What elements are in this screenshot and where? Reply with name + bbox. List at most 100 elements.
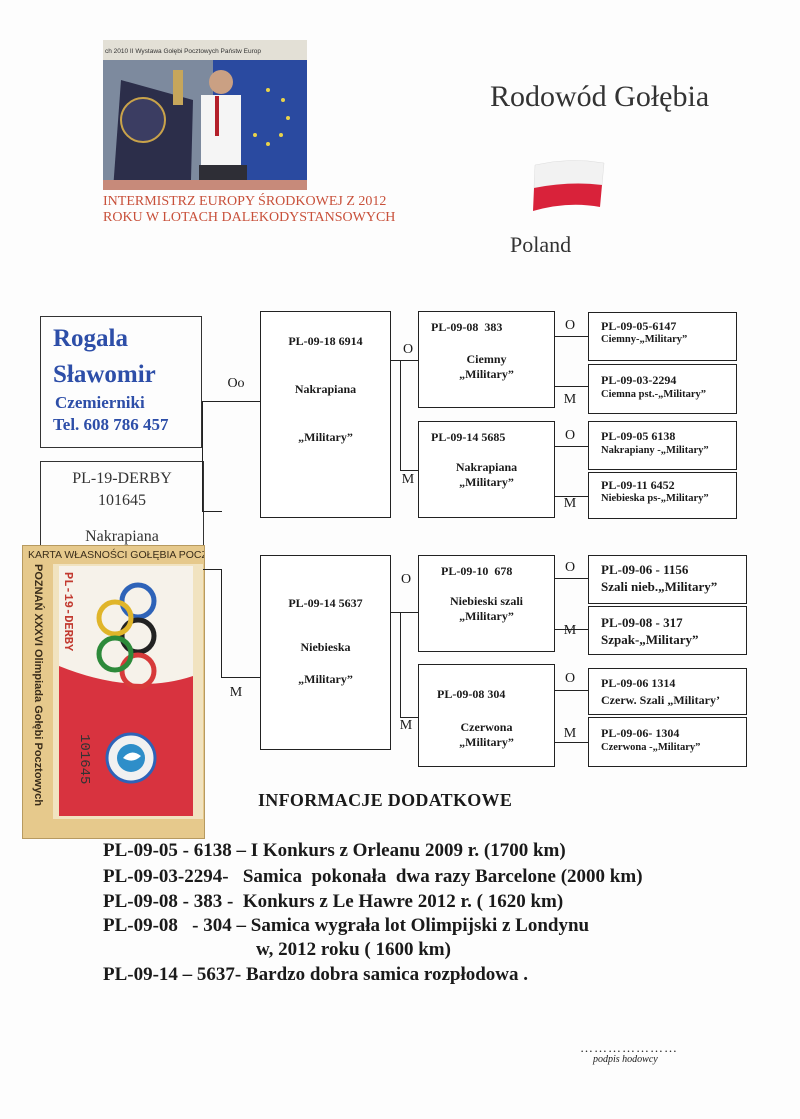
mother-marker: M bbox=[560, 726, 580, 742]
pigeon-number: 101645 bbox=[41, 492, 203, 510]
breeder-town: Czemierniki bbox=[55, 393, 145, 413]
connector bbox=[203, 569, 221, 570]
ancestor-ring: PL-09-06 - 1156 bbox=[601, 562, 688, 578]
info-heading: INFORMACJE DODATKOWE bbox=[258, 790, 512, 811]
mother-marker: M bbox=[560, 496, 580, 512]
father-marker: O bbox=[396, 572, 416, 588]
breeder-last-name: Sławomir bbox=[53, 361, 156, 388]
page-title: Rodowód Gołębia bbox=[490, 80, 709, 114]
ancestor-box: PL-09-06- 1304 Czerwona -„Military” bbox=[588, 717, 747, 767]
connector bbox=[222, 401, 260, 402]
pigeon-color: Nakrapiana bbox=[41, 528, 203, 546]
granddam-paternal-breed: „Military” bbox=[419, 475, 554, 490]
ancestor-desc: Szali nieb.„Military” bbox=[601, 579, 717, 595]
info-line: PL-09-03-2294- Samica pokonała dwa razy … bbox=[103, 866, 643, 888]
connector bbox=[202, 401, 203, 511]
connector bbox=[221, 569, 222, 677]
ancestor-box: PL-09-11 6452 Niebieska ps-„Military” bbox=[588, 472, 737, 519]
mother-marker: M bbox=[396, 718, 416, 734]
info-line: PL-09-08 - 383 - Konkurs z Le Hawre 2012… bbox=[103, 891, 563, 913]
ancestor-box: PL-09-03-2294 Ciemna pst.-„Military” bbox=[588, 364, 737, 414]
father-marker: O bbox=[398, 342, 418, 358]
info-line: PL-09-05 - 6138 – I Konkurs z Orleanu 20… bbox=[103, 840, 566, 862]
ancestor-box: PL-09-05-6147 Ciemny-„Military” bbox=[588, 312, 737, 361]
sire-box: PL-09-18 6914 Nakrapiana „Military” bbox=[260, 311, 391, 518]
ancestor-ring: PL-09-05-6147 bbox=[601, 319, 676, 334]
photo-caption-line2: ROKU W LOTACH DALEKODYSTANSOWYCH bbox=[103, 210, 395, 226]
granddam-maternal-ring: PL-09-08 304 bbox=[437, 687, 505, 702]
poland-flag bbox=[530, 155, 610, 220]
ancestor-box: PL-09-06 1314 Czerw. Szali „Military’ bbox=[588, 668, 747, 715]
father-marker: O bbox=[560, 318, 580, 334]
photo-caption-line1: INTERMISTRZ EUROPY ŚRODKOWEJ Z 2012 bbox=[103, 194, 386, 210]
breeder-photo: ch 2010 II Wystawa Gołębi Pocztowych Pań… bbox=[103, 40, 307, 190]
ancestor-box: PL-09-06 - 1156 Szali nieb.„Military” bbox=[588, 555, 747, 604]
father-marker: Oo bbox=[226, 376, 246, 392]
ancestor-ring: PL-09-06 1314 bbox=[601, 676, 675, 691]
connector bbox=[391, 360, 400, 361]
sire-breed: „Military” bbox=[261, 430, 390, 445]
ancestor-desc: Ciemna pst.-„Military” bbox=[601, 389, 706, 400]
sire-ring: PL-09-18 6914 bbox=[261, 334, 390, 349]
ancestor-desc: Niebieska ps-„Military” bbox=[601, 493, 709, 504]
granddam-maternal-box: PL-09-08 304 Czerwona „Military” bbox=[418, 664, 555, 767]
connector bbox=[555, 742, 588, 743]
granddam-maternal-breed: „Military” bbox=[419, 735, 554, 750]
connector bbox=[555, 446, 588, 447]
card-ring: PL-19-DERBY bbox=[61, 572, 75, 652]
grandsire-paternal-breed: „Military” bbox=[419, 367, 554, 382]
ancestor-desc: Czerw. Szali „Military’ bbox=[601, 693, 720, 708]
ancestor-desc: Szpak-„Military” bbox=[601, 632, 699, 648]
connector bbox=[555, 386, 588, 387]
ancestor-desc: Nakrapiany -„Military” bbox=[601, 445, 709, 456]
dam-box: PL-09-14 5637 Niebieska „Military” bbox=[260, 555, 391, 750]
connector bbox=[400, 470, 418, 471]
card-title: KARTA WŁASNOŚCI GOŁĘBIA POCZTOWEGO · POL… bbox=[28, 548, 204, 561]
connector bbox=[202, 401, 222, 402]
dam-color: Niebieska bbox=[261, 640, 390, 655]
ancestor-ring: PL-09-05 6138 bbox=[601, 429, 675, 444]
ring-ownership-card: KARTA WŁASNOŚCI GOŁĘBIA POCZTOWEGO · POL… bbox=[22, 545, 205, 839]
grandsire-paternal-box: PL-09-08 383 Ciemny „Military” bbox=[418, 311, 555, 408]
connector bbox=[400, 360, 418, 361]
granddam-paternal-box: PL-09-14 5685 Nakrapiana „Military” bbox=[418, 421, 555, 518]
breeder-box: Rogala Sławomir Czemierniki Tel. 608 786… bbox=[40, 316, 202, 448]
ancestor-desc: Czerwona -„Military” bbox=[601, 742, 700, 753]
ancestor-ring: PL-09-03-2294 bbox=[601, 373, 676, 388]
ancestor-desc: Ciemny-„Military” bbox=[601, 334, 687, 345]
connector bbox=[400, 612, 401, 717]
card-number: 101645 bbox=[76, 734, 92, 784]
card-event: POZNAŃ XXXVI Olimpiada Gołębi Pocztowych bbox=[32, 564, 45, 806]
pigeon-ring: PL-19-DERBY bbox=[41, 470, 203, 488]
breeder-phone: Tel. 608 786 457 bbox=[53, 415, 169, 435]
granddam-maternal-color: Czerwona bbox=[419, 720, 554, 735]
info-line: PL-09-14 – 5637- Bardzo dobra samica roz… bbox=[103, 964, 528, 986]
father-marker: O bbox=[560, 671, 580, 687]
info-line: w, 2012 roku ( 1600 km) bbox=[256, 939, 451, 961]
grandsire-maternal-box: PL-09-10 678 Niebieski szali „Military” bbox=[418, 555, 555, 652]
ancestor-ring: PL-09-08 - 317 bbox=[601, 615, 683, 631]
granddam-paternal-ring: PL-09-14 5685 bbox=[431, 430, 505, 445]
father-marker: O bbox=[560, 560, 580, 576]
granddam-paternal-color: Nakrapiana bbox=[419, 460, 554, 475]
grandsire-paternal-ring: PL-09-08 383 bbox=[431, 320, 502, 335]
signature-label: podpis hodowcy bbox=[593, 1054, 658, 1065]
sire-color: Nakrapiana bbox=[261, 382, 390, 397]
ancestor-box: PL-09-05 6138 Nakrapiany -„Military” bbox=[588, 421, 737, 470]
mother-marker: M bbox=[398, 472, 418, 488]
photo-banner-text: ch 2010 II Wystawa Gołębi Pocztowych Pań… bbox=[105, 48, 261, 55]
country-label: Poland bbox=[510, 232, 571, 258]
ancestor-ring: PL-09-11 6452 bbox=[601, 478, 675, 493]
mother-marker: M bbox=[560, 392, 580, 408]
connector bbox=[400, 360, 401, 470]
connector bbox=[221, 677, 260, 678]
connector bbox=[555, 690, 588, 691]
info-line: PL-09-08 - 304 – Samica wygrała lot Olim… bbox=[103, 915, 589, 937]
connector bbox=[391, 612, 400, 613]
grandsire-maternal-breed: „Military” bbox=[419, 609, 554, 624]
mother-marker: M bbox=[560, 623, 580, 639]
connector bbox=[555, 336, 588, 337]
connector bbox=[400, 612, 418, 613]
father-marker: O bbox=[560, 428, 580, 444]
grandsire-paternal-color: Ciemny bbox=[419, 352, 554, 367]
